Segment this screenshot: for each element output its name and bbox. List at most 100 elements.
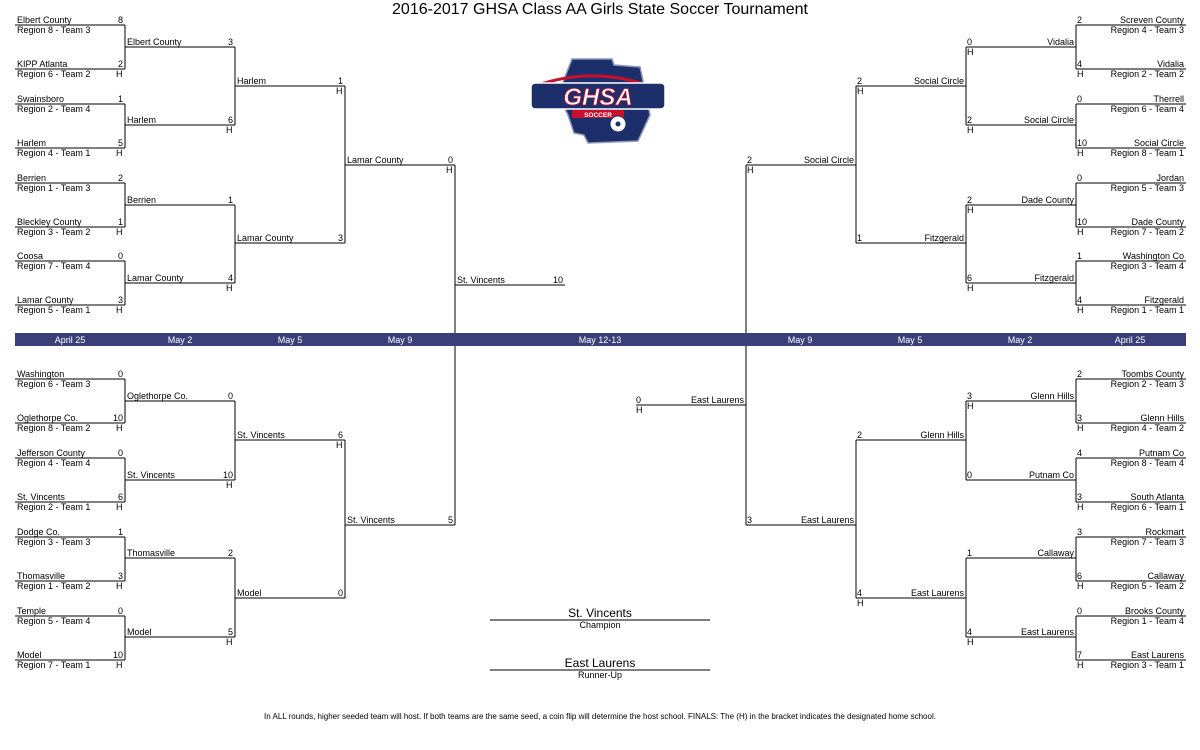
team-name: Therrell <box>1153 94 1184 104</box>
team-score: 5 <box>447 515 453 525</box>
team-score: 1 <box>117 94 123 104</box>
team-score: 1 <box>117 217 123 227</box>
home-marker: H <box>1077 227 1084 237</box>
team-score: 0 <box>1077 173 1083 183</box>
team-name: Jefferson County <box>17 448 85 458</box>
team-score: 0 <box>227 391 233 401</box>
round-date: May 9 <box>787 335 813 345</box>
home-marker: H <box>747 165 754 175</box>
team-seed: Region 2 - Team 4 <box>17 104 91 114</box>
team-name: St. Vincents <box>347 515 395 525</box>
team-score: 3 <box>117 571 123 581</box>
team-name: Fitzgerald <box>924 233 964 243</box>
team-score: 7 <box>1077 650 1083 660</box>
team-score: 0 <box>1077 606 1083 616</box>
team-score: 3 <box>227 37 233 47</box>
round-dates-band <box>15 333 1186 346</box>
team-name: Social Circle <box>913 76 964 86</box>
home-marker: H <box>226 480 233 490</box>
team-name: Berrien <box>17 173 47 183</box>
team-score: 0 <box>117 448 123 458</box>
finalist-score: 10 <box>552 275 563 285</box>
team-seed: Region 4 - Team 2 <box>1110 423 1184 433</box>
team-name: Glenn Hills <box>1030 391 1074 401</box>
home-marker: H <box>857 598 864 608</box>
finalist-score: 0 <box>636 395 642 405</box>
team-score: 1 <box>227 195 233 205</box>
team-name: Coosa <box>17 251 44 261</box>
team-seed: Region 5 - Team 3 <box>1110 183 1184 193</box>
team-seed: Region 1 - Team 2 <box>17 581 91 591</box>
team-name: Harlem <box>17 138 47 148</box>
team-name: Jordan <box>1156 173 1184 183</box>
team-seed: Region 2 - Team 1 <box>17 502 91 512</box>
home-marker: H <box>116 660 123 670</box>
team-name: Bleckley County <box>17 217 82 227</box>
round-date: May 5 <box>897 335 923 345</box>
team-name: Toombs County <box>1121 369 1184 379</box>
team-score: 1 <box>337 76 343 86</box>
home-marker: H <box>1077 581 1084 591</box>
team-score: 2 <box>857 430 863 440</box>
team-name: Thomasville <box>127 548 176 558</box>
team-seed: Region 3 - Team 4 <box>1110 261 1184 271</box>
team-score: 3 <box>747 515 753 525</box>
team-score: 2 <box>1077 369 1083 379</box>
team-name: Lamar County <box>17 295 74 305</box>
team-name: Model <box>237 588 262 598</box>
round-date: May 9 <box>387 335 413 345</box>
team-name: Model <box>127 627 152 637</box>
team-score: 0 <box>117 251 123 261</box>
team-name: Elbert County <box>127 37 182 47</box>
team-name: Screven County <box>1119 15 1184 25</box>
team-score: 10 <box>112 650 123 660</box>
home-marker: H <box>1077 502 1084 512</box>
team-seed: Region 7 - Team 3 <box>1110 537 1184 547</box>
home-marker: H <box>226 283 233 293</box>
team-seed: Region 3 - Team 2 <box>17 227 91 237</box>
home-marker: H <box>967 125 974 135</box>
home-marker: H <box>116 502 123 512</box>
home-marker: H <box>226 637 233 647</box>
team-score: 0 <box>337 588 343 598</box>
team-score: 2 <box>857 76 863 86</box>
round-date: May 2 <box>1007 335 1033 345</box>
team-seed: Region 1 - Team 4 <box>1110 616 1184 626</box>
team-name: East Laurens <box>910 588 964 598</box>
finalist-name: St. Vincents <box>457 275 505 285</box>
team-seed: Region 6 - Team 3 <box>17 379 91 389</box>
team-seed: Region 4 - Team 1 <box>17 148 91 158</box>
team-name: Washington <box>17 369 65 379</box>
team-score: 10 <box>222 470 233 480</box>
home-marker: H <box>1077 148 1084 158</box>
team-score: 2 <box>117 59 123 69</box>
champion-name: St. Vincents <box>568 606 632 620</box>
team-name: St. Vincents <box>127 470 175 480</box>
team-seed: Region 8 - Team 4 <box>1110 458 1184 468</box>
home-marker: H <box>446 165 453 175</box>
home-marker: H <box>967 637 974 647</box>
home-marker: H <box>116 581 123 591</box>
team-seed: Region 8 - Team 3 <box>17 25 91 35</box>
team-name: Elbert County <box>17 15 72 25</box>
team-name: Putnam Co <box>1138 448 1184 458</box>
round-date: April 25 <box>54 335 86 345</box>
team-name: Oglethorpe Co. <box>17 413 79 423</box>
team-name: Social Circle <box>1133 138 1184 148</box>
team-name: Lamar County <box>347 155 404 165</box>
team-score: 2 <box>1077 15 1083 25</box>
team-score: 10 <box>1077 138 1088 148</box>
team-name: Rockmart <box>1145 527 1184 537</box>
team-score: 4 <box>967 627 973 637</box>
team-name: Lamar County <box>237 233 294 243</box>
round-date: May 2 <box>167 335 193 345</box>
team-score: 2 <box>747 155 753 165</box>
home-marker: H <box>636 405 643 415</box>
team-score: 10 <box>112 413 123 423</box>
team-score: 6 <box>337 430 343 440</box>
home-marker: H <box>116 305 123 315</box>
team-name: Glenn Hills <box>920 430 964 440</box>
team-seed: Region 2 - Team 2 <box>1110 69 1184 79</box>
team-score: 2 <box>117 173 123 183</box>
round-date: April 25 <box>1114 335 1146 345</box>
